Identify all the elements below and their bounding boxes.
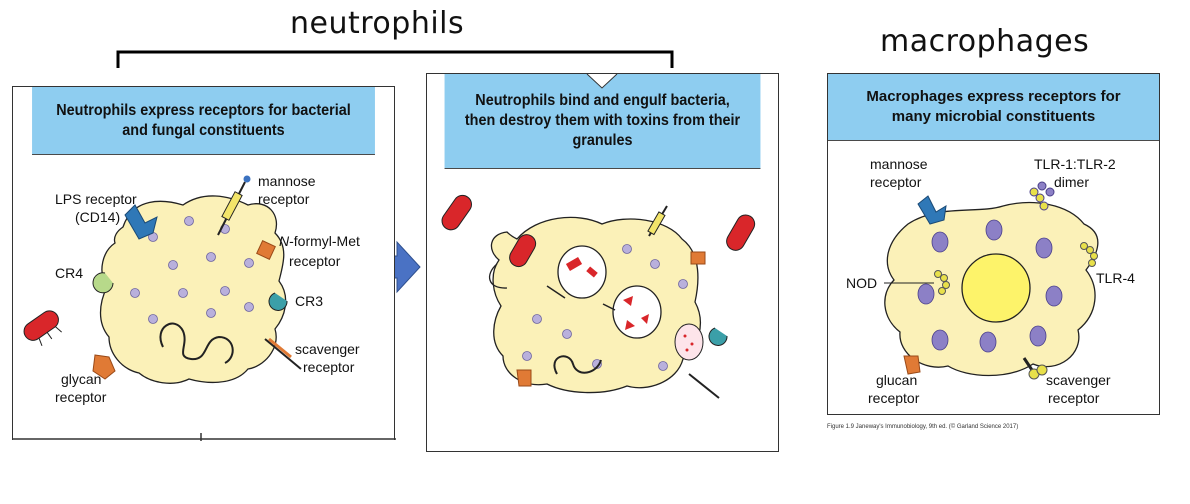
macrophages-heading: macrophages <box>880 24 1090 59</box>
panel2-glycan-receptor <box>516 369 532 387</box>
label-glucan-receptor: receptor <box>868 390 920 406</box>
label-formyl-receptor: receptor <box>289 253 341 269</box>
macro-scavenger-shape <box>1022 357 1048 380</box>
label-nod: NOD <box>846 275 878 291</box>
panel3-title: Macrophages express receptors for many m… <box>828 74 1159 141</box>
label-mannose: mannose <box>258 173 316 189</box>
bacterium-3 <box>726 214 756 251</box>
label-cr4: CR4 <box>55 265 84 281</box>
cr3-shape <box>268 292 288 311</box>
label-glycan: glycan <box>61 371 102 387</box>
label-glycan-receptor: receptor <box>55 389 107 405</box>
glycan-receptor-shape <box>92 354 116 380</box>
macro-glucan-receptor <box>903 355 921 375</box>
formyl-receptor-shape <box>256 240 276 260</box>
panel2-granules <box>522 244 688 371</box>
macrophage-nucleus <box>961 253 1031 323</box>
macrophage-granules <box>917 219 1063 353</box>
label-macro-mannose-receptor: receptor <box>870 174 922 190</box>
panel-macrophage-receptors: Macrophages express receptors for many m… <box>827 73 1160 415</box>
label-cr3: CR3 <box>295 293 324 309</box>
label-mannose-receptor: receptor <box>258 191 310 207</box>
label-dimer: dimer <box>1054 174 1090 190</box>
phagosome-2 <box>612 285 662 339</box>
arrow-1 <box>546 285 566 299</box>
panel2-nucleus <box>553 355 602 375</box>
neutrophils-heading: neutrophils <box>290 6 465 41</box>
panel2-formyl-receptor <box>690 251 706 265</box>
panel2-scavenger <box>688 373 720 399</box>
label-macro-scavenger: scavenger <box>1046 372 1111 388</box>
phagosome-1 <box>557 245 607 299</box>
panel2-illustration <box>441 74 756 399</box>
panel2-mannose-receptor <box>647 205 668 237</box>
label-scavenger: scavenger <box>295 341 360 357</box>
panel1-title: Neutrophils express receptors for bacter… <box>32 87 375 155</box>
scavenger-receptor-shape <box>264 337 302 370</box>
panel-neutrophil-phagocytosis: Neutrophils bind and engulf bacteria, th… <box>426 73 779 452</box>
engulfing-neutrophil <box>490 216 701 394</box>
mannose-receptor-shape <box>217 175 251 236</box>
neutrophils-brace <box>116 50 674 68</box>
bacterium-4 <box>509 234 537 268</box>
label-tlr1-tlr2: TLR-1:TLR-2 <box>1034 156 1116 172</box>
label-cd14: (CD14) <box>75 209 121 225</box>
bacterium-2 <box>441 194 472 231</box>
pseudopod <box>488 263 508 289</box>
label-lps-receptor: LPS receptor <box>55 191 137 207</box>
label-macro-mannose: mannose <box>870 156 928 172</box>
cr4-shape <box>92 272 114 294</box>
panel2-title: Neutrophils bind and engulf bacteria, th… <box>444 74 761 169</box>
tlr4-shape <box>1080 242 1098 267</box>
label-macro-scavenger-receptor: receptor <box>1048 390 1100 406</box>
panel1-illustration <box>13 175 396 441</box>
panel-neutrophil-receptors: Neutrophils express receptors for bacter… <box>12 86 396 441</box>
panel3-illustration <box>884 181 1099 380</box>
nod-shape <box>934 270 950 295</box>
panel2-cr3 <box>708 327 728 346</box>
bacterium-1 <box>23 310 62 347</box>
notch <box>586 74 618 89</box>
label-formyl-met: N-formyl-Met <box>279 233 360 249</box>
lps-receptor-shape <box>124 204 158 240</box>
macro-mannose-receptor <box>917 195 947 225</box>
arrow-2 <box>602 303 616 311</box>
neutrophil-cell <box>99 195 287 384</box>
phagolysosome <box>674 323 704 361</box>
bacterial-fragments <box>565 257 694 352</box>
label-glucan: glucan <box>876 372 918 388</box>
label-tlr4: TLR-4 <box>1096 270 1135 286</box>
label-scavenger-receptor: receptor <box>303 359 355 375</box>
tlr12-dimer-shape <box>1029 181 1055 211</box>
figure-citation: Figure 1.9 Janeway's Immunobiology, 9th … <box>827 424 1019 430</box>
nucleus-lobes <box>159 322 234 364</box>
granules <box>130 216 254 324</box>
